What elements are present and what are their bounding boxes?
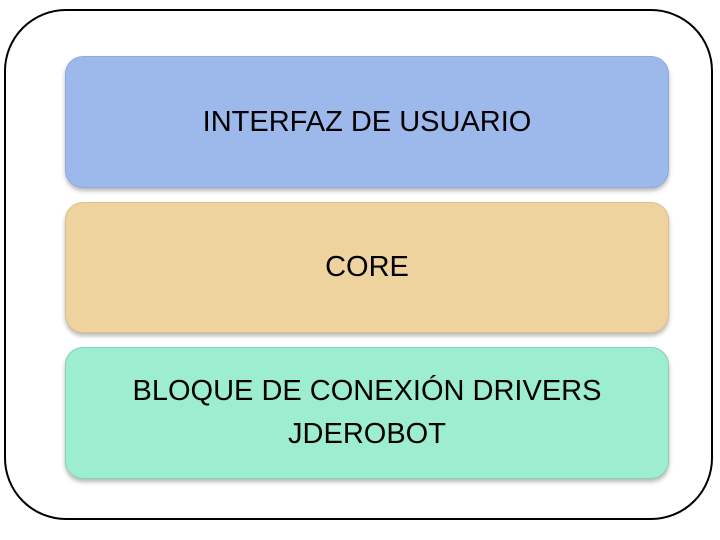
drivers-connection-label: BLOQUE DE CONEXIÓN DRIVERS JDEROBOT (132, 375, 602, 450)
core-label: CORE (325, 251, 409, 283)
user-interface-layer: INTERFAZ DE USUARIO (65, 56, 669, 188)
user-interface-label: INTERFAZ DE USUARIO (202, 105, 532, 138)
drivers-connection-layer: BLOQUE DE CONEXIÓN DRIVERS JDEROBOT (65, 347, 669, 479)
core-layer: CORE (65, 202, 669, 333)
